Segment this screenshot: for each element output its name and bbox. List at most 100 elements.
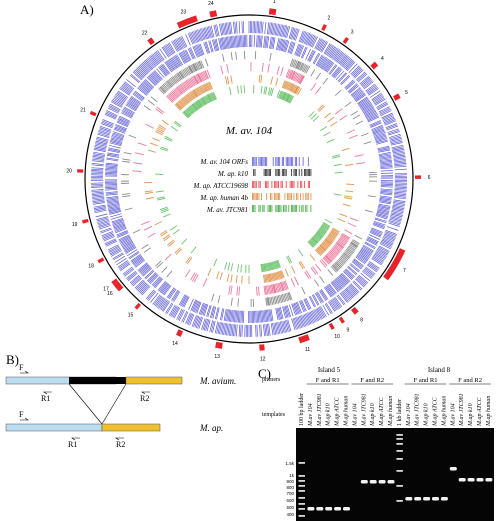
orf-tick <box>374 97 385 105</box>
orf-tick <box>276 38 280 50</box>
orf-tick <box>294 43 300 56</box>
track-tick <box>161 209 169 214</box>
island-label-6: 6 <box>428 175 431 181</box>
orf-tick <box>164 61 172 73</box>
orf-tick <box>394 172 407 175</box>
track-block-tick <box>206 94 212 103</box>
orf-tick <box>282 306 286 319</box>
gel-band <box>440 497 448 501</box>
orf-tick <box>298 45 304 58</box>
orf-tick <box>384 120 397 126</box>
orf-tick <box>371 92 382 100</box>
legend-swatch-tick <box>285 169 287 176</box>
orf-tick <box>361 103 372 110</box>
track-tick <box>154 221 162 226</box>
track-tick <box>145 123 154 129</box>
ladder-band <box>298 508 305 510</box>
orf-tick <box>362 106 374 114</box>
legend-swatch-tick <box>310 193 312 200</box>
orf-tick <box>326 285 334 297</box>
map-left-flank <box>5 423 103 432</box>
track-block-tick <box>275 260 279 269</box>
orf-tick <box>264 35 267 48</box>
orf-tick <box>367 236 379 243</box>
orf-tick <box>353 68 363 78</box>
orf-tick <box>122 266 133 275</box>
orf-tick <box>344 269 354 279</box>
track-tick <box>202 278 208 287</box>
orf-tick <box>324 43 332 55</box>
orf-tick <box>167 59 175 71</box>
orf-tick <box>137 66 147 76</box>
track-block-tick <box>199 85 205 94</box>
orf-tick <box>164 45 172 56</box>
track-block-tick <box>283 293 287 302</box>
orf-tick <box>91 170 104 172</box>
orf-tick <box>329 64 338 75</box>
orf-tick <box>231 324 234 337</box>
orf-tick <box>380 188 393 191</box>
orf-tick <box>153 277 163 288</box>
orf-tick <box>152 294 161 305</box>
orf-tick <box>105 164 118 166</box>
track-block-tick <box>347 246 355 252</box>
gel-band <box>378 480 386 484</box>
track-block-tick <box>324 255 332 263</box>
track-block-tick <box>297 74 303 83</box>
track-block-tick <box>282 80 287 89</box>
track-block-tick <box>183 110 191 117</box>
island-marker-11 <box>298 334 310 344</box>
orf-tick <box>330 282 339 293</box>
legend-swatch-tick <box>289 157 291 166</box>
island-label-7: 7 <box>403 268 406 274</box>
legend-swatch-tick <box>301 205 303 212</box>
orf-tick <box>372 255 384 263</box>
legend-swatch-tick <box>298 205 300 212</box>
orf-tick <box>110 137 123 142</box>
orf-tick <box>236 35 238 48</box>
orf-tick <box>105 192 118 195</box>
orf-tick <box>156 68 165 79</box>
lane-label: M.ap ATCC <box>477 396 483 427</box>
track-tick <box>260 74 263 83</box>
track-block-tick <box>292 59 297 68</box>
orf-tick <box>169 288 177 300</box>
track-block-tick <box>321 242 329 249</box>
orf-tick <box>201 303 206 316</box>
orf-tick <box>186 313 192 325</box>
orf-tick <box>333 297 341 308</box>
track-block-tick <box>194 101 200 110</box>
orf-tick <box>131 276 142 286</box>
track-tick <box>320 258 328 267</box>
track-tick <box>310 82 317 91</box>
orf-tick <box>321 41 328 53</box>
orf-tick <box>371 258 382 266</box>
track-tick <box>207 268 212 276</box>
track-tick <box>367 195 376 198</box>
island-marker-22 <box>147 37 155 46</box>
track-block-tick <box>267 297 271 306</box>
orf-tick <box>290 42 296 55</box>
gel-image <box>296 428 494 521</box>
legend-swatch-tick <box>252 205 253 212</box>
orf-tick <box>140 266 151 275</box>
orf-tick <box>394 186 407 188</box>
orf-tick <box>350 263 360 272</box>
orf-tick <box>185 34 191 46</box>
track-block-tick <box>318 246 325 253</box>
track-block-tick <box>311 237 318 244</box>
orf-tick <box>126 270 136 279</box>
orf-tick <box>378 245 390 252</box>
orf-tick <box>394 165 407 168</box>
orf-tick <box>203 318 208 331</box>
track-tick <box>188 65 194 74</box>
orf-tick <box>303 32 309 44</box>
orf-tick <box>105 162 118 165</box>
track-block-tick <box>205 83 210 91</box>
orf-tick <box>200 303 205 315</box>
orf-tick <box>105 191 118 194</box>
track-tick <box>185 256 191 264</box>
orf-tick <box>173 307 181 319</box>
legend-swatch-tick <box>293 193 295 200</box>
orf-tick <box>287 319 292 332</box>
